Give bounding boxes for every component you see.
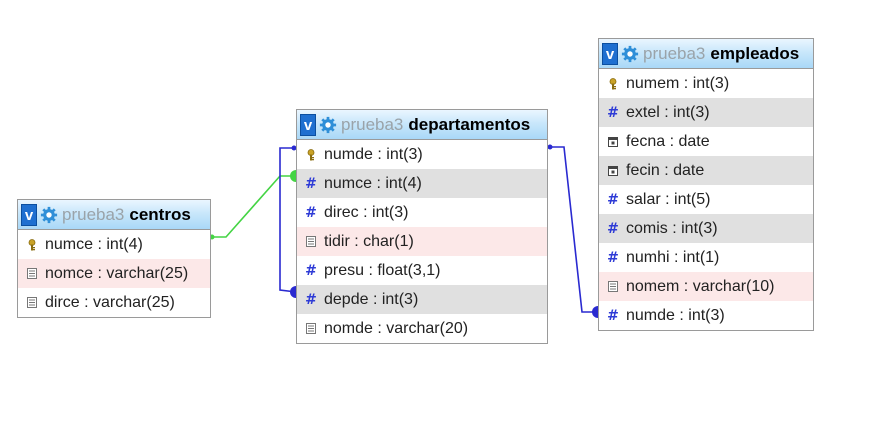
column-row-nomem[interactable]: nomem : varchar(10) bbox=[599, 272, 813, 301]
column-row-extel[interactable]: # extel : int(3) bbox=[599, 98, 813, 127]
text-field-icon bbox=[26, 297, 38, 309]
column-list: numem : int(3) # extel : int(3) fecna : dat… bbox=[599, 69, 813, 330]
column-label: numem : int(3) bbox=[626, 74, 730, 92]
primary-key-icon bbox=[26, 238, 38, 251]
table-header[interactable]: v prueba3 centros bbox=[18, 200, 210, 230]
numeric-field-icon: # bbox=[607, 191, 619, 208]
column-label: presu : float(3,1) bbox=[324, 261, 441, 279]
column-label: fecin : date bbox=[626, 161, 705, 179]
table-name: departamentos bbox=[408, 114, 531, 134]
database-name: prueba3 bbox=[341, 114, 404, 134]
relation-endpoint bbox=[547, 144, 553, 150]
column-label: numde : int(3) bbox=[626, 306, 725, 324]
relation-arrowhead bbox=[592, 306, 598, 318]
column-label: nomde : varchar(20) bbox=[324, 319, 469, 337]
numeric-field-icon: # bbox=[305, 175, 317, 192]
column-label: dirce : varchar(25) bbox=[45, 293, 175, 311]
numeric-field-icon: # bbox=[305, 204, 317, 221]
column-row-fecna[interactable]: fecna : date bbox=[599, 127, 813, 156]
column-label: fecna : date bbox=[626, 132, 710, 150]
primary-key-icon bbox=[305, 148, 317, 161]
column-row-numde[interactable]: numde : int(3) bbox=[297, 140, 547, 169]
text-field-icon bbox=[305, 236, 317, 248]
column-row-comis[interactable]: # comis : int(3) bbox=[599, 214, 813, 243]
column-row-fecin[interactable]: fecin : date bbox=[599, 156, 813, 185]
column-row-presu[interactable]: # presu : float(3,1) bbox=[297, 256, 547, 285]
collapse-toggle-button[interactable]: v bbox=[21, 203, 37, 226]
column-label: depde : int(3) bbox=[324, 290, 419, 308]
column-label: numce : int(4) bbox=[45, 235, 143, 253]
column-row-depde[interactable]: # depde : int(3) bbox=[297, 285, 547, 314]
column-label: salar : int(5) bbox=[626, 190, 711, 208]
text-field-icon bbox=[607, 281, 619, 293]
column-label: numce : int(4) bbox=[324, 174, 422, 192]
column-row-nomde[interactable]: nomde : varchar(20) bbox=[297, 314, 547, 343]
column-row-salar[interactable]: # salar : int(5) bbox=[599, 185, 813, 214]
text-field-icon bbox=[26, 268, 38, 280]
table-departamentos[interactable]: v prueba3 departamentos numde : int(3) # n… bbox=[296, 109, 548, 344]
database-name: prueba3 bbox=[643, 43, 706, 63]
numeric-field-icon: # bbox=[305, 262, 317, 279]
relation-line-departamentos-self bbox=[279, 147, 297, 293]
date-field-icon bbox=[607, 136, 619, 148]
table-header[interactable]: v prueba3 departamentos bbox=[297, 110, 547, 140]
date-field-icon bbox=[607, 165, 619, 177]
column-row-numce[interactable]: # numce : int(4) bbox=[297, 169, 547, 198]
relation-line-departamentos-empleados bbox=[548, 146, 598, 313]
table-centros[interactable]: v prueba3 centros numce : int(4) nomce : … bbox=[17, 199, 211, 318]
gear-icon[interactable] bbox=[319, 116, 337, 134]
relation-line-centros-departamentos bbox=[210, 175, 296, 238]
column-row-tidir[interactable]: tidir : char(1) bbox=[297, 227, 547, 256]
collapse-toggle-button[interactable]: v bbox=[602, 42, 618, 65]
numeric-field-icon: # bbox=[607, 249, 619, 266]
gear-icon[interactable] bbox=[40, 206, 58, 224]
column-row-nomce[interactable]: nomce : varchar(25) bbox=[18, 259, 210, 288]
gear-icon[interactable] bbox=[621, 45, 639, 63]
column-row-direc[interactable]: # direc : int(3) bbox=[297, 198, 547, 227]
column-label: nomce : varchar(25) bbox=[45, 264, 189, 282]
column-row-numce[interactable]: numce : int(4) bbox=[18, 230, 210, 259]
column-label: tidir : char(1) bbox=[324, 232, 414, 250]
table-empleados[interactable]: v prueba3 empleados numem : int(3) # extel… bbox=[598, 38, 814, 331]
relation-endpoint bbox=[291, 145, 297, 151]
relation-arrowhead bbox=[290, 170, 296, 182]
primary-key-icon bbox=[607, 77, 619, 90]
numeric-field-icon: # bbox=[607, 307, 619, 324]
numeric-field-icon: # bbox=[607, 104, 619, 121]
collapse-toggle-button[interactable]: v bbox=[300, 113, 316, 136]
table-name: centros bbox=[129, 204, 191, 224]
database-name: prueba3 bbox=[62, 204, 125, 224]
table-name: empleados bbox=[710, 43, 800, 63]
column-label: nomem : varchar(10) bbox=[626, 277, 775, 295]
numeric-field-icon: # bbox=[607, 220, 619, 237]
text-field-icon bbox=[305, 323, 317, 335]
numeric-field-icon: # bbox=[305, 291, 317, 308]
column-label: numde : int(3) bbox=[324, 145, 423, 163]
table-header[interactable]: v prueba3 empleados bbox=[599, 39, 813, 69]
column-label: numhi : int(1) bbox=[626, 248, 720, 266]
column-label: comis : int(3) bbox=[626, 219, 718, 237]
column-list: numde : int(3) # numce : int(4) # direc : in… bbox=[297, 140, 547, 343]
column-label: extel : int(3) bbox=[626, 103, 710, 121]
column-row-numhi[interactable]: # numhi : int(1) bbox=[599, 243, 813, 272]
column-row-numde[interactable]: # numde : int(3) bbox=[599, 301, 813, 330]
column-row-dirce[interactable]: dirce : varchar(25) bbox=[18, 288, 210, 317]
relation-arrowhead bbox=[290, 286, 296, 298]
column-label: direc : int(3) bbox=[324, 203, 409, 221]
column-list: numce : int(4) nomce : varchar(25) dirce :… bbox=[18, 230, 210, 317]
column-row-numem[interactable]: numem : int(3) bbox=[599, 69, 813, 98]
